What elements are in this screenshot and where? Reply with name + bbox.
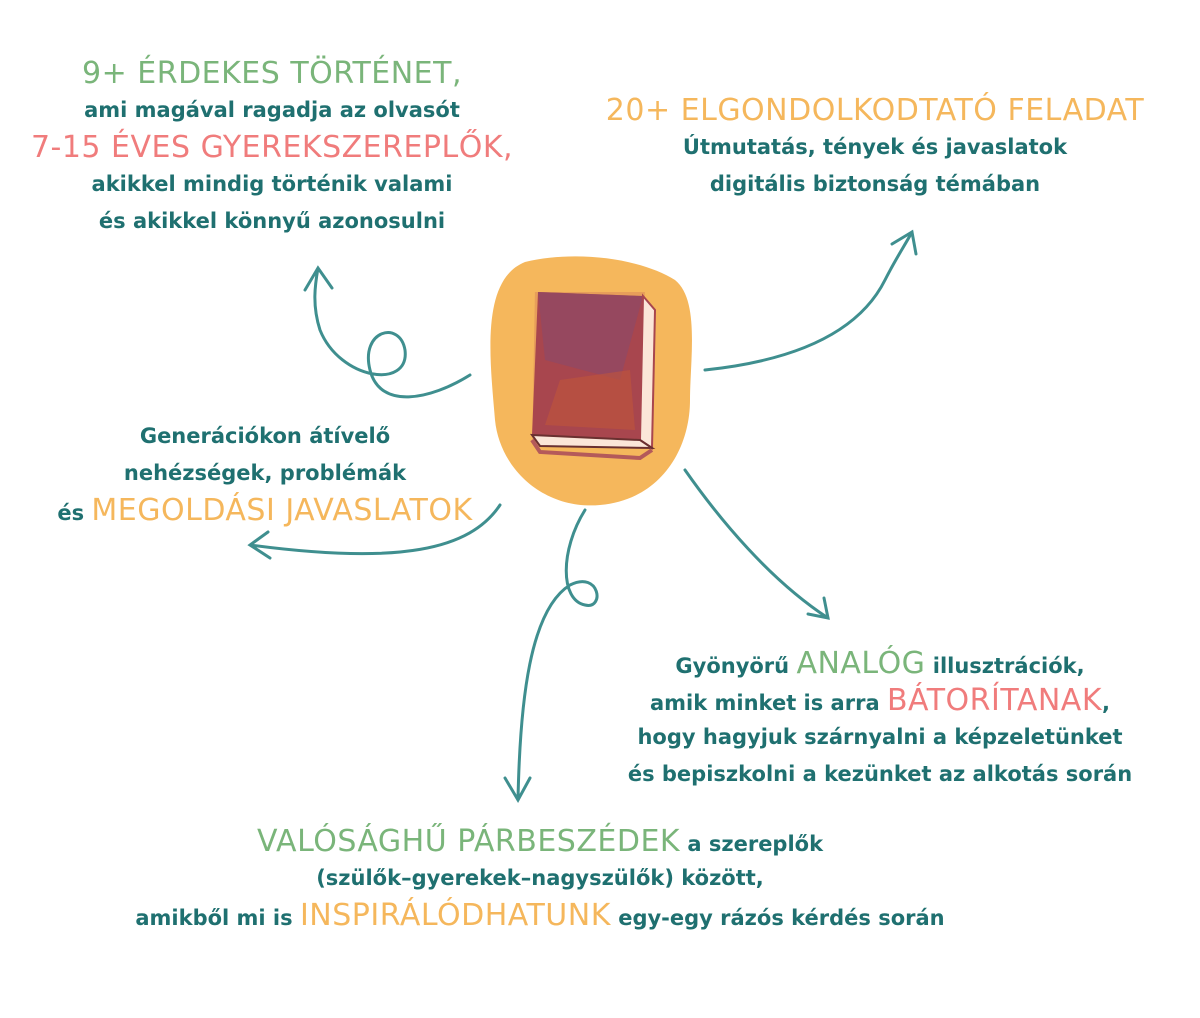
- tasks-heading: 20+ ELGONDOLKODTATÓ FELADAT: [605, 93, 1145, 128]
- illustrations-text-b: illusztrációk,: [932, 654, 1085, 678]
- illustrations-text: Gyönyörű: [675, 654, 790, 678]
- illustrations-text-3: hogy hagyjuk szárnyalni a képzeletünket: [637, 725, 1123, 749]
- tasks-text-2: digitális biztonság témában: [709, 172, 1041, 196]
- stories-block: 9+ ÉRDEKES TÖRTÉNET, ami magával ragadja…: [22, 55, 522, 240]
- comma: ,: [1102, 691, 1110, 715]
- dialogues-heading: VALÓSÁGHŰ PÁRBESZÉDEK: [256, 824, 681, 859]
- dialogues-text: a szereplők: [687, 832, 824, 856]
- tasks-text: Útmutatás, tények és javaslatok: [682, 135, 1068, 159]
- illustrations-text-2: amik minket is arra: [650, 691, 880, 715]
- characters-heading: 7-15 ÉVES GYEREKSZEREPLŐK,: [30, 130, 514, 165]
- generations-block: Generációkon átívelő nehézségek, problém…: [20, 418, 510, 529]
- tasks-block: 20+ ELGONDOLKODTATÓ FELADAT Útmutatás, t…: [600, 92, 1150, 203]
- arrow-to-dialogues: [503, 508, 599, 804]
- inspire-heading: INSPIRÁLÓDHATUNK: [299, 898, 611, 933]
- dialogues-block: VALÓSÁGHŰ PÁRBESZÉDEK a szereplők (szülő…: [90, 823, 990, 934]
- characters-text-2: és akikkel könnyű azonosulni: [98, 209, 446, 233]
- solutions-heading: MEGOLDÁSI JAVASLATOK: [91, 493, 473, 528]
- generations-text-3: és: [57, 501, 85, 525]
- arrow-to-tasks: [703, 229, 918, 372]
- illustrations-text-4: és bepiszkolni a kezünket az alkotás sor…: [627, 762, 1133, 786]
- characters-text: akikkel mindig történik valami: [91, 172, 453, 196]
- encourage-heading: BÁTORÍTANAK: [886, 683, 1102, 718]
- stories-heading: 9+ ÉRDEKES TÖRTÉNET,: [82, 56, 462, 91]
- stories-text: ami magával ragadja az olvasót: [84, 98, 460, 122]
- dialogues-text-3: amikből mi is: [135, 906, 293, 930]
- arrow-to-illustrations: [683, 468, 830, 620]
- book-icon: [529, 292, 657, 461]
- arrow-to-generations: [247, 503, 502, 560]
- dialogues-text-4: egy-egy rázós kérdés során: [618, 906, 945, 930]
- dialogues-text-2: (szülők–gyerekek–nagyszülők) között,: [316, 866, 764, 890]
- generations-text-2: nehézségek, problémák: [123, 461, 407, 485]
- arrow-to-stories: [303, 265, 472, 399]
- generations-text: Generációkon átívelő: [139, 424, 391, 448]
- illustrations-block: Gyönyörű ANALÓG illusztrációk, amik mink…: [600, 645, 1160, 793]
- analog-heading: ANALÓG: [796, 646, 926, 681]
